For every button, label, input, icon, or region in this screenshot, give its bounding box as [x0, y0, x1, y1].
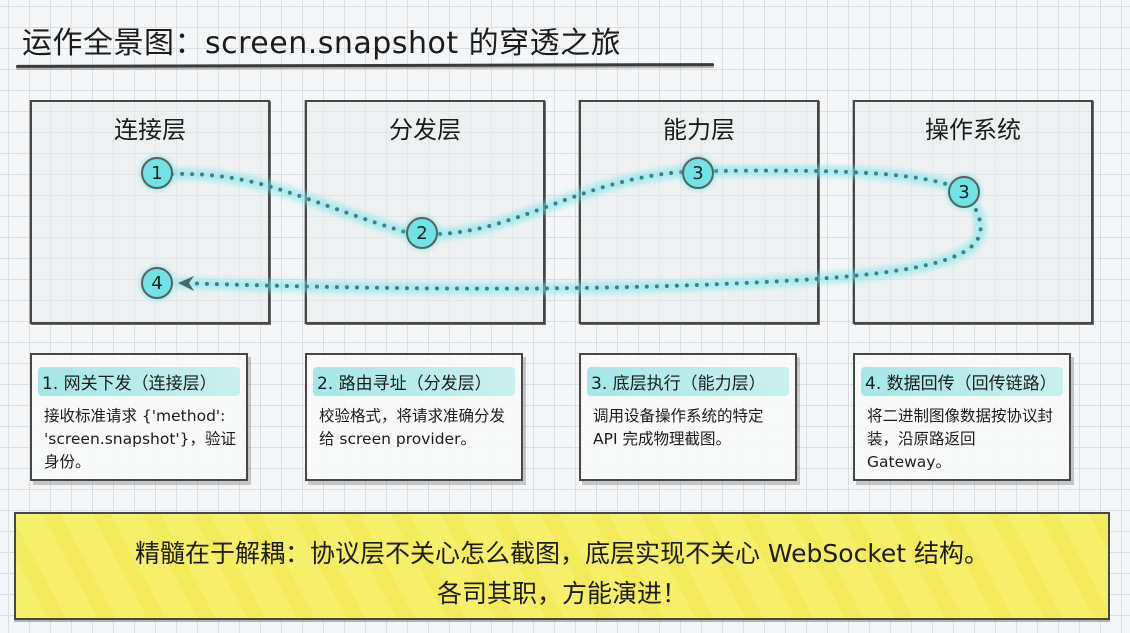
layer-box-os: 操作系统 [853, 100, 1093, 324]
summary-line-2: 各司其职，方能演进！ [436, 579, 687, 608]
flow-node-1: 1 [141, 157, 173, 189]
step-title: 3. 底层执行（能力层） [587, 367, 789, 396]
step-body: 接收标准请求 {'method': 'screen.snapshot'}，验证身… [44, 407, 237, 471]
step-card-1: 1. 网关下发（连接层） 接收标准请求 {'method': 'screen.s… [30, 353, 248, 481]
flow-node-3-os: 3 [948, 176, 980, 208]
layer-title: 能力层 [663, 116, 735, 144]
layer-box-capability: 能力层 [579, 100, 819, 324]
step-card-2: 2. 路由寻址（分发层） 校验格式，将请求准确分发给 screen provid… [305, 353, 523, 481]
layer-title: 操作系统 [925, 116, 1021, 144]
title-underline [15, 63, 715, 68]
step-title: 4. 数据回传（回传链路） [861, 367, 1063, 396]
step-title: 1. 网关下发（连接层） [38, 367, 240, 396]
step-card-4: 4. 数据回传（回传链路） 将二进制图像数据按协议封装，沿原路返回 Gatewa… [853, 353, 1071, 481]
step-title: 2. 路由寻址（分发层） [313, 367, 515, 396]
summary-line-1: 精髓在于解耦：协议层不关心怎么截图，底层实现不关心 WebSocket 结构。 [134, 539, 990, 568]
page-title: 运作全景图：screen.snapshot 的穿透之旅 [22, 26, 622, 61]
flow-node-3: 3 [682, 157, 714, 189]
layer-title: 连接层 [114, 116, 186, 144]
layer-title: 分发层 [389, 116, 461, 144]
step-card-3: 3. 底层执行（能力层） 调用设备操作系统的特定API 完成物理截图。 [579, 353, 797, 481]
step-body: 将二进制图像数据按协议封装，沿原路返回 Gateway。 [867, 407, 1054, 471]
layer-box-dispatch: 分发层 [305, 100, 545, 324]
summary-banner: 精髓在于解耦：协议层不关心怎么截图，底层实现不关心 WebSocket 结构。 … [14, 512, 1110, 620]
flow-node-2: 2 [406, 217, 438, 249]
flow-node-4: 4 [141, 267, 173, 299]
step-body: 调用设备操作系统的特定API 完成物理截图。 [593, 407, 764, 448]
step-body: 校验格式，将请求准确分发给 screen provider。 [319, 407, 506, 448]
